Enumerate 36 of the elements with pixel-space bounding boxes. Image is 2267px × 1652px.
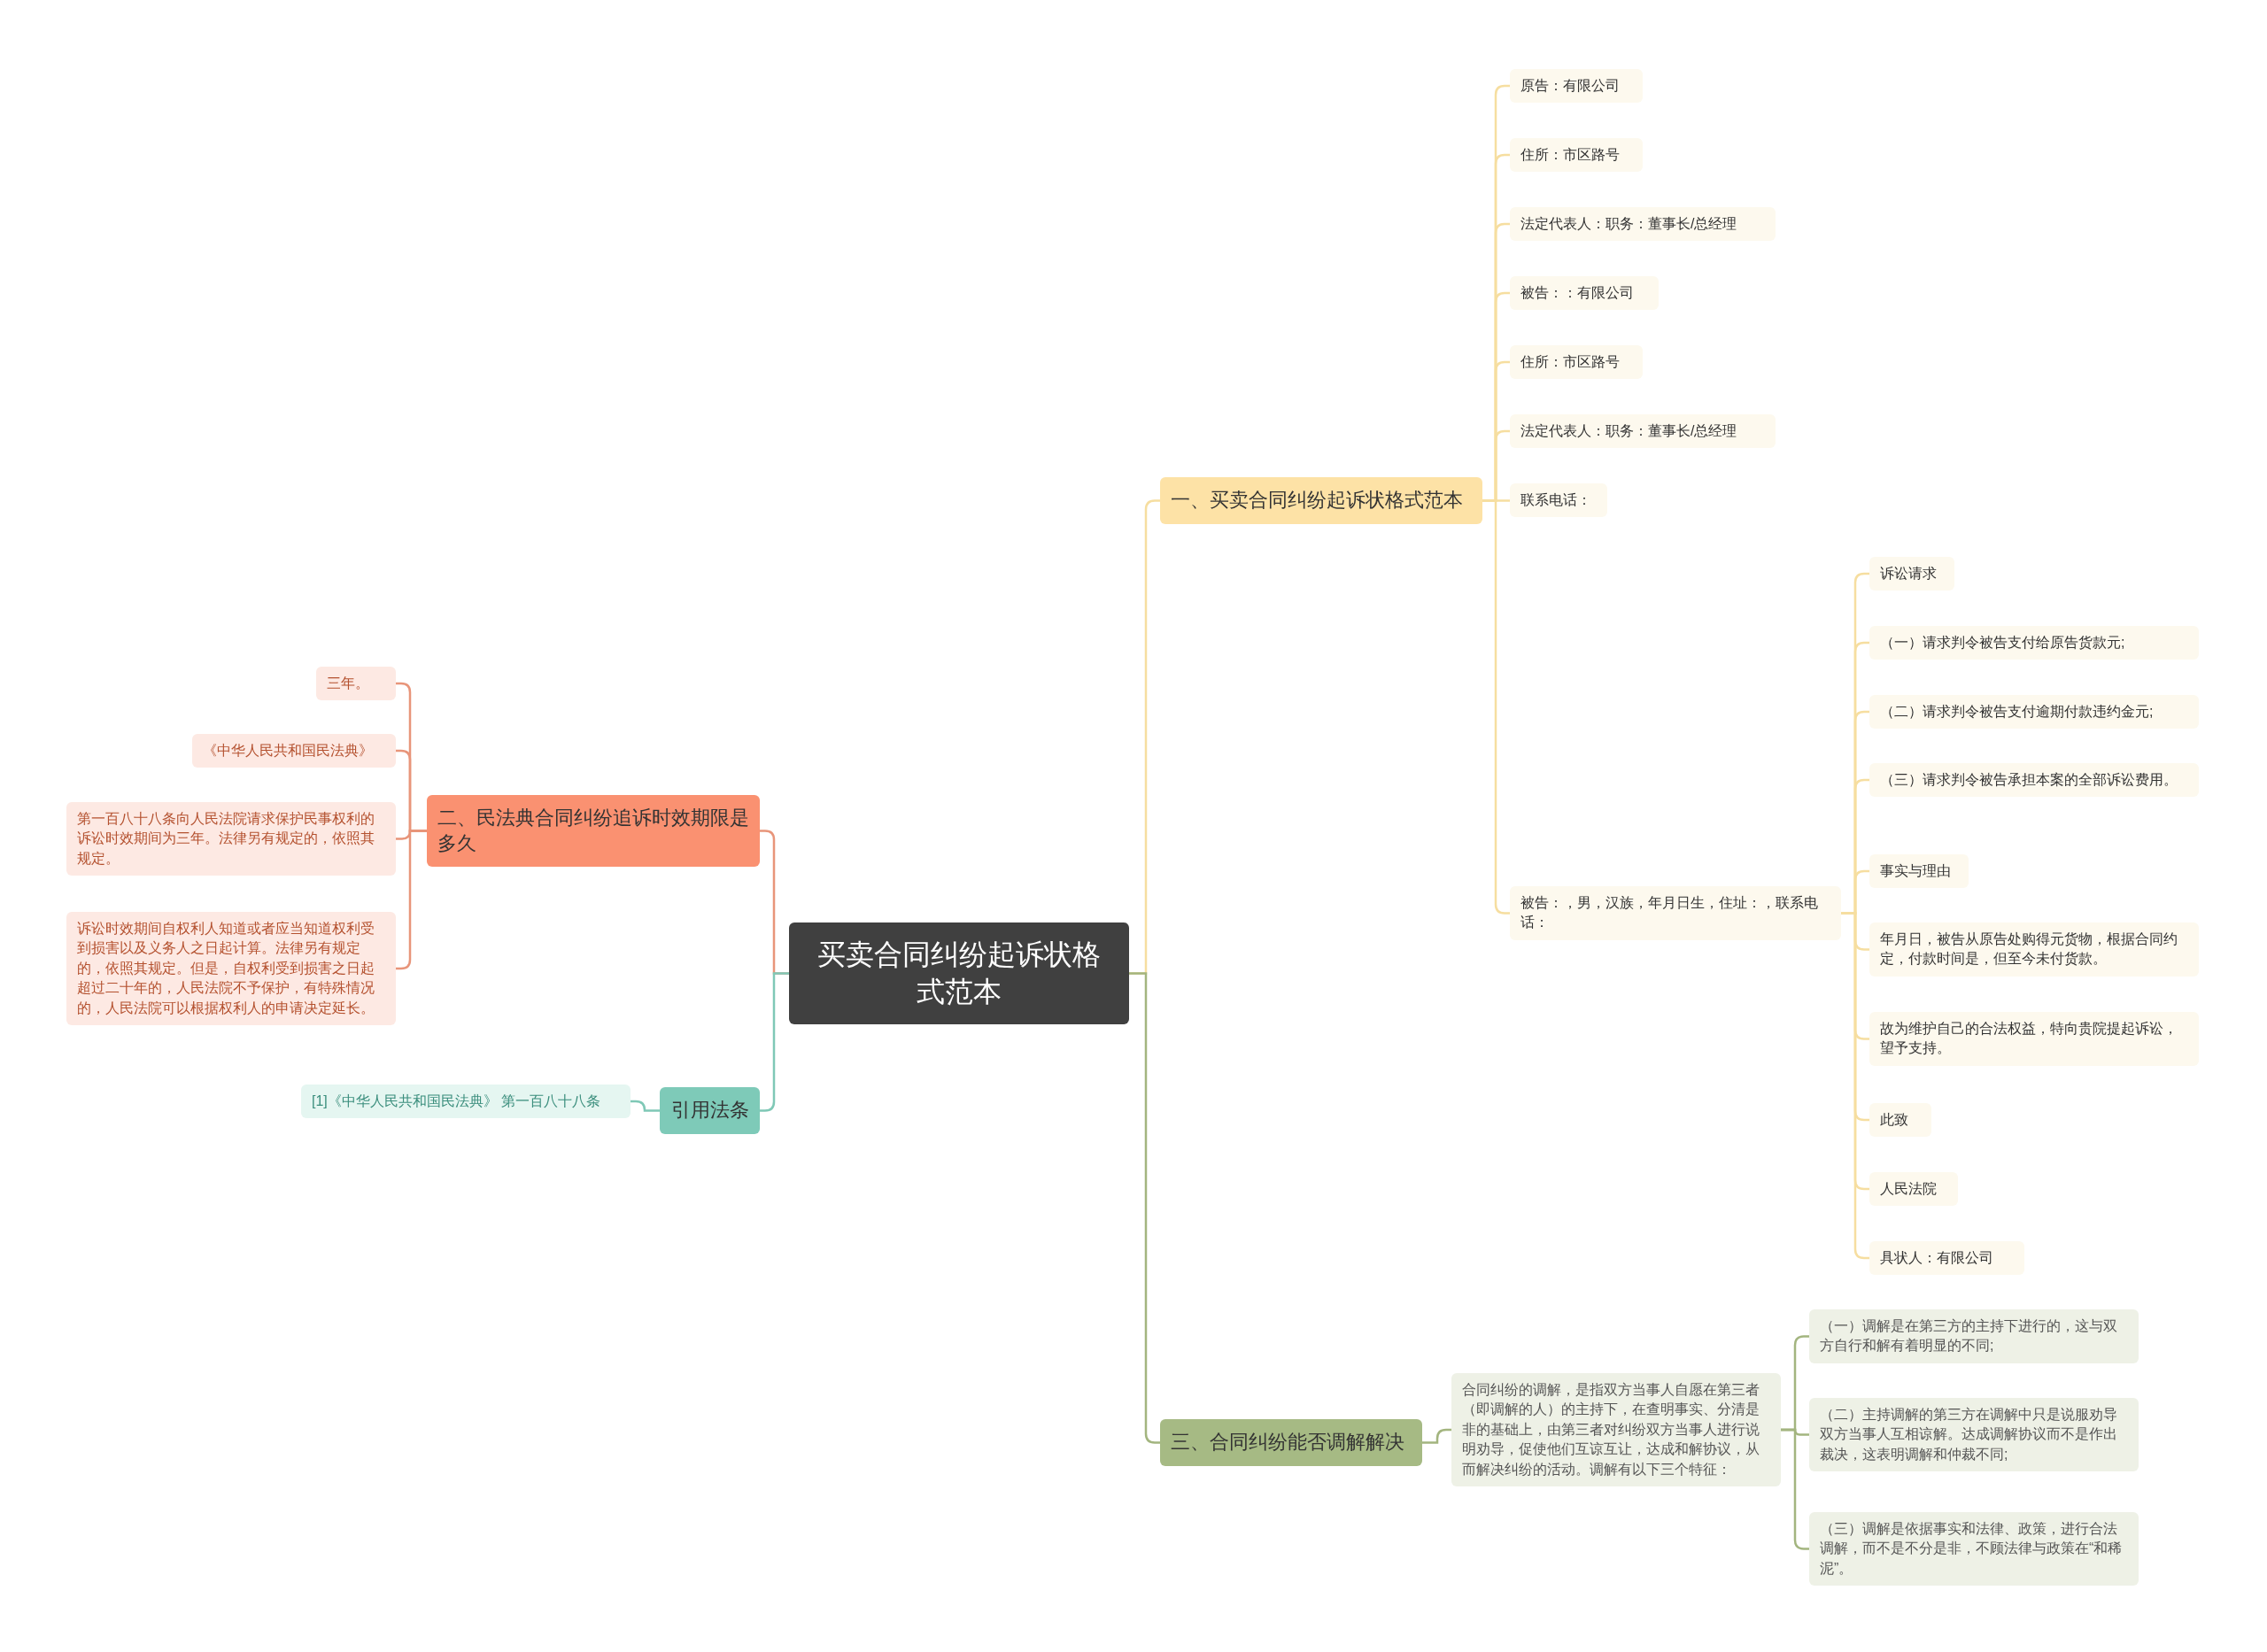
leaf-topic: 第一百八十八条向人民法院请求保护民事权利的诉讼时效期间为三年。法律另有规定的，依照其规定。 (66, 802, 396, 876)
leaf-topic: 原告：有限公司 (1510, 69, 1643, 104)
leaf-topic: 具状人：有限公司 (1869, 1241, 2024, 1276)
connector-line (1841, 912, 1869, 1260)
leaf-topic: 诉讼时效期间自权利人知道或者应当知道权利受到损害以及义务人之日起计算。法律另有规定的，依照其规定。但是，自权利受到损害之日起超过二十年的，人民法院不予保护，有特殊情况的，人民法院可以根据权利人的申请决定延长。 (66, 912, 396, 1025)
leaf-topic: 此致 (1869, 1103, 1931, 1138)
central-topic: 买卖合同纠纷起诉状格式范本 (789, 922, 1129, 1025)
leaf-topic: 住所：市区路号 (1510, 138, 1643, 173)
leaf-topic: 故为维护自己的合法权益，特向贵院提起诉讼，望予支持。 (1869, 1012, 2199, 1066)
leaf-topic: 《中华人民共和国民法典》 (192, 734, 396, 768)
leaf-topic: （二）请求判令被告支付逾期付款违约金元; (1869, 695, 2199, 730)
leaf-topic: 诉讼请求 (1869, 557, 1954, 591)
leaf-topic: 法定代表人：职务：董事长/总经理 (1510, 207, 1776, 242)
leaf-topic: （一）调解是在第三方的主持下进行的，这与双方自行和解有着明显的不同; (1809, 1309, 2139, 1363)
leaf-topic: 人民法院 (1869, 1172, 1958, 1207)
leaf-topic: （三）调解是依据事实和法律、政策，进行合法调解，而不是不分是非，不顾法律与政策在“和稀泥”。 (1809, 1512, 2139, 1586)
branch-topic: 一、买卖合同纠纷起诉状格式范本 (1160, 477, 1482, 524)
leaf-topic: [1]《中华人民共和国民法典》 第一百八十八条 (301, 1085, 631, 1119)
connector-line (1482, 499, 1510, 915)
leaf-topic: 年月日，被告从原告处购得元货物，根据合同约定，付款时间是，但至今未付货款。 (1869, 922, 2199, 977)
leaf-topic: 被告：，男，汉族，年月日生，住址：，联系电话： (1510, 886, 1841, 940)
leaf-topic: （一）请求判令被告支付给原告货款元; (1869, 626, 2199, 660)
leaf-topic: 三年。 (316, 667, 396, 701)
branch-topic: 三、合同纠纷能否调解解决 (1160, 1419, 1422, 1466)
leaf-topic: 法定代表人：职务：董事长/总经理 (1510, 414, 1776, 449)
leaf-topic: 联系电话： (1510, 483, 1607, 518)
leaf-topic: 合同纠纷的调解，是指双方当事人自愿在第三者（即调解的人）的主持下，在查明事实、分清是非的基础上，由第三者对纠纷双方当事人进行说明劝导，促使他们互谅互让，达成和解协议，从而解决纠纷的活动。调解有以下三个特征： (1451, 1373, 1781, 1486)
connector-line (1422, 1428, 1451, 1444)
leaf-topic: 被告：：有限公司 (1510, 276, 1659, 311)
connector-line (631, 1100, 660, 1112)
leaf-topic: （三）请求判令被告承担本案的全部诉讼费用。 (1869, 763, 2199, 798)
leaf-topic: （二）主持调解的第三方在调解中只是说服劝导双方当事人互相谅解。达成调解协议而不是作出裁决，这表明调解和仲裁不同; (1809, 1398, 2139, 1472)
branch-topic: 二、民法典合同纠纷追诉时效期限是多久 (427, 795, 760, 868)
leaf-topic: 事实与理由 (1869, 854, 1969, 889)
leaf-topic: 住所：市区路号 (1510, 345, 1643, 380)
branch-topic: 引用法条 (660, 1087, 760, 1134)
